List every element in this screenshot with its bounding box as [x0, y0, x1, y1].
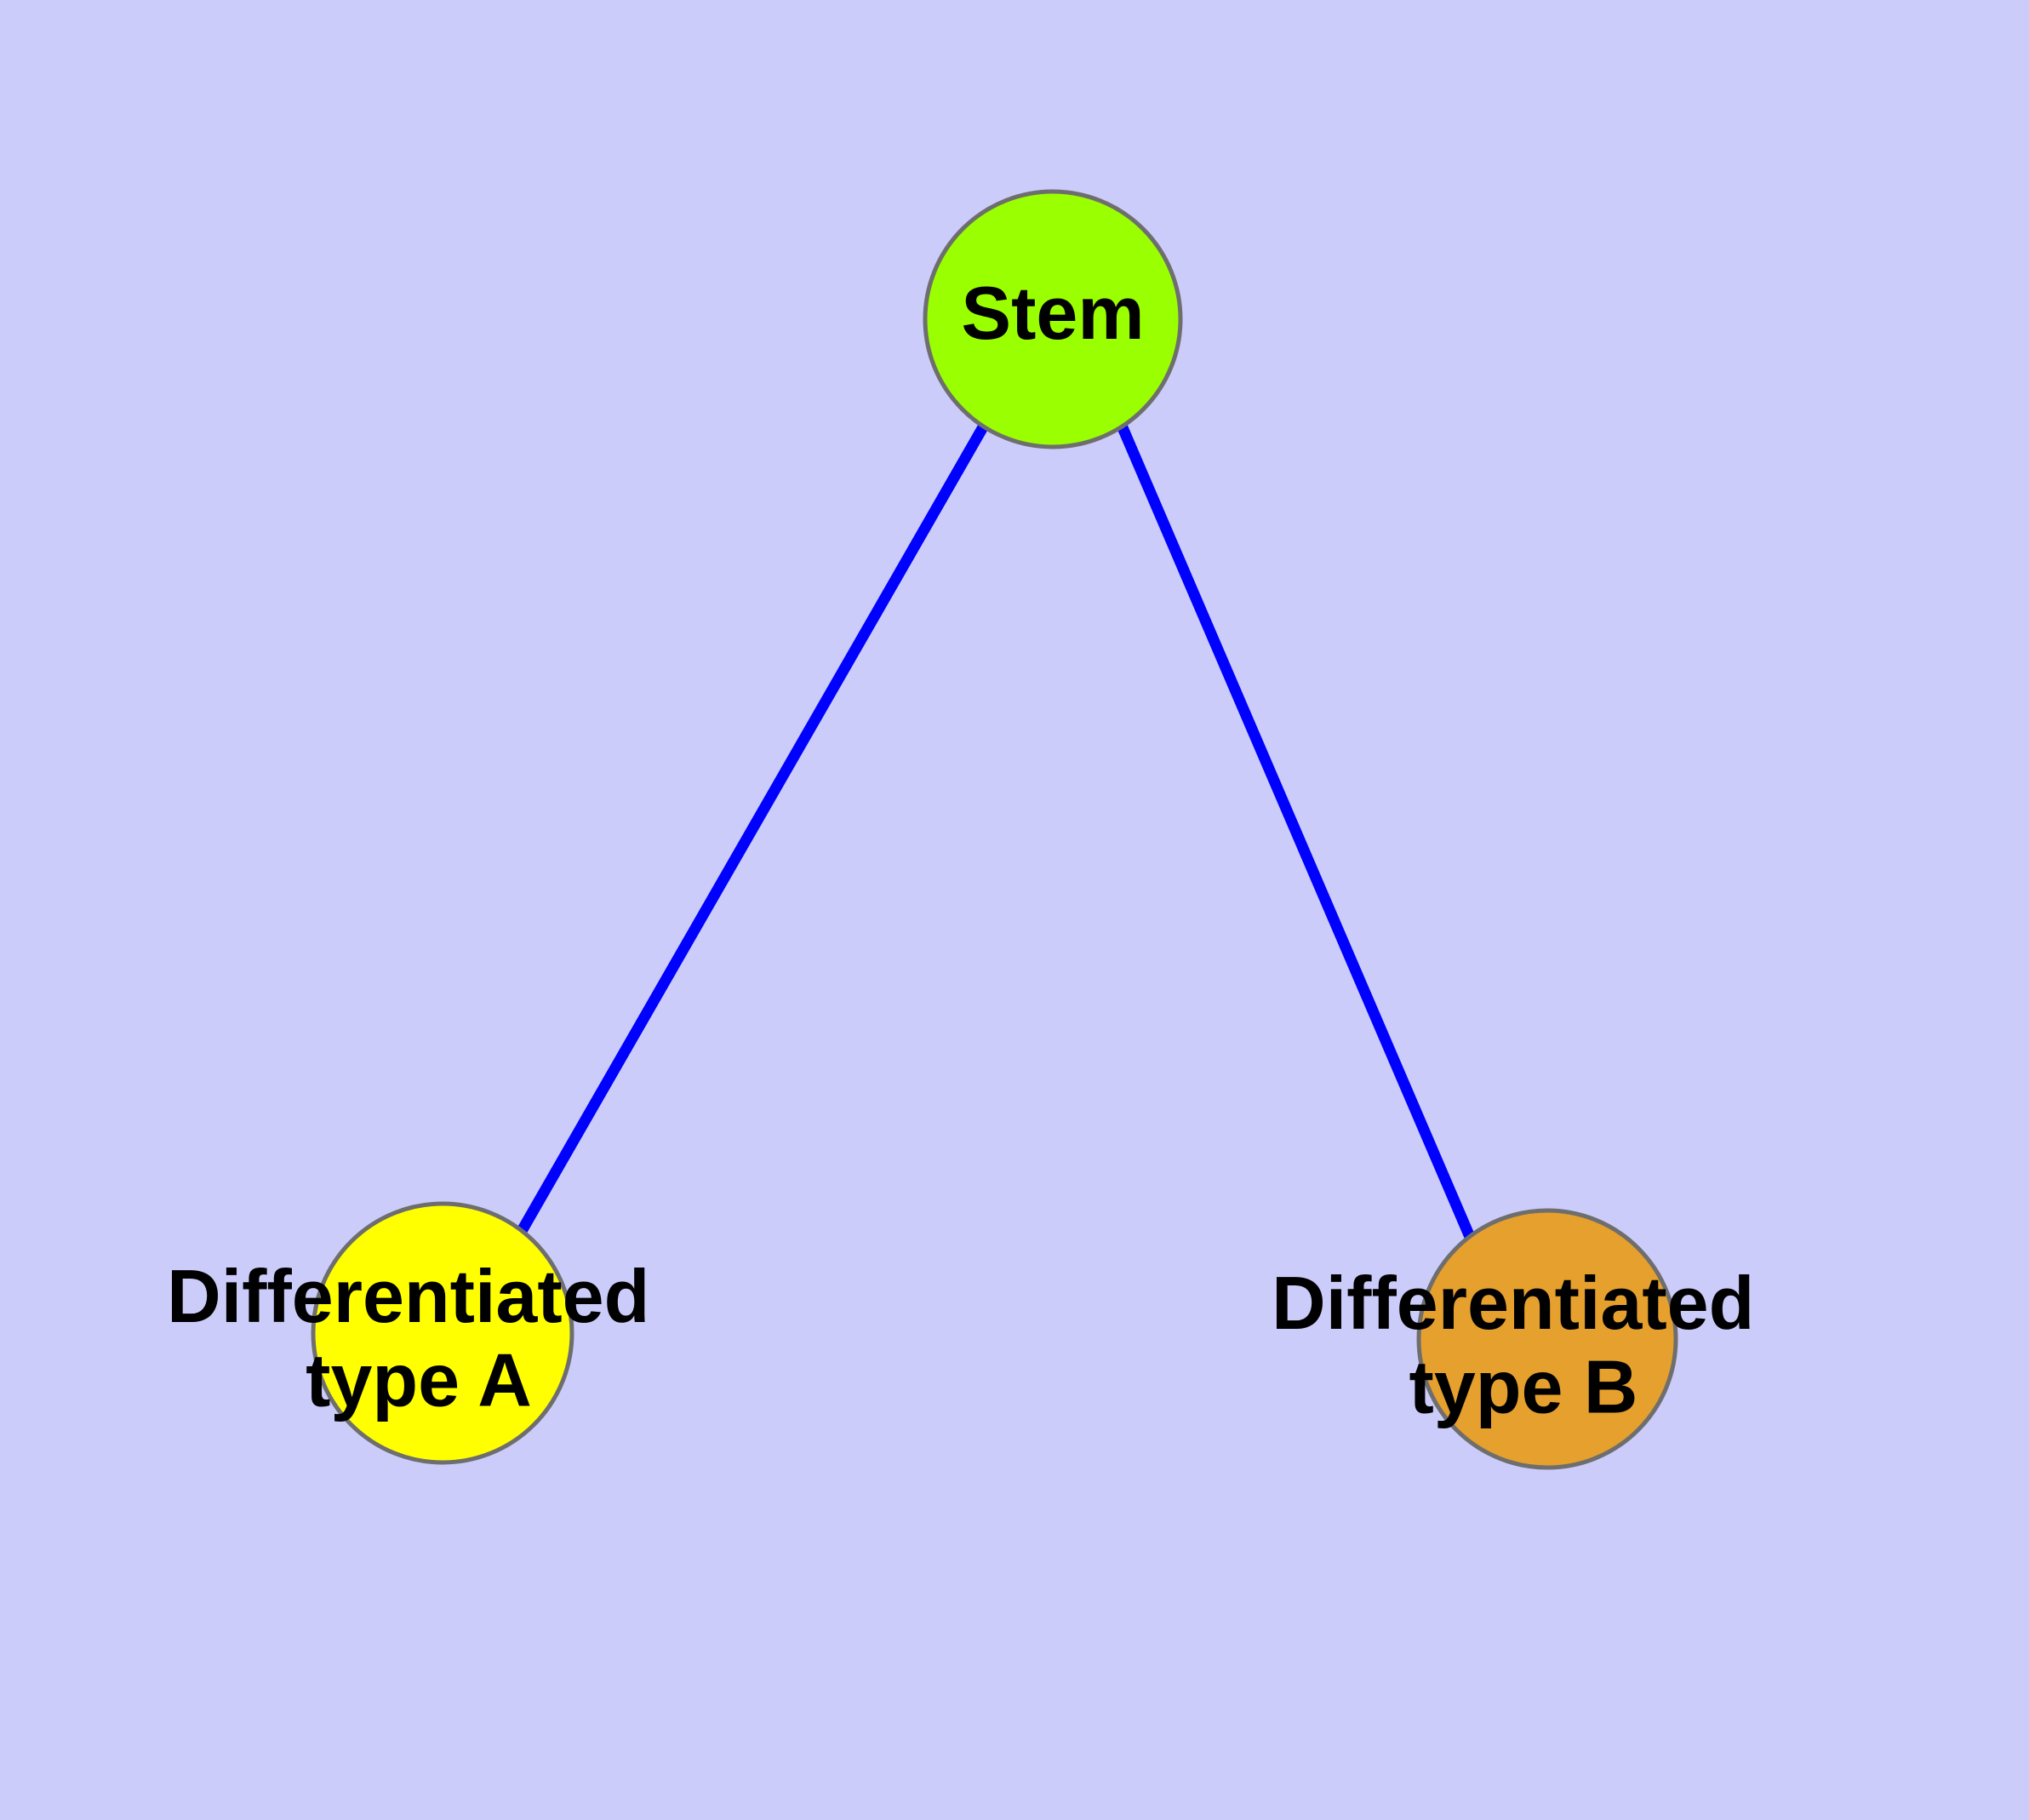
node-label-differentiated-type-a: Differentiated type A: [167, 1254, 671, 1422]
node-label-differentiated-type-a-line-2: type A: [306, 1338, 532, 1422]
node-label-differentiated-type-b: Differentiated type B: [1272, 1261, 1775, 1429]
labels-layer: Stem Differentiated type A Differentiate…: [167, 271, 1775, 1429]
node-circle-differentiated-type-a[interactable]: [311, 1201, 574, 1465]
node-circle-stem[interactable]: [923, 189, 1183, 449]
node-stem[interactable]: [923, 189, 1183, 449]
node-label-stem-line-1: Stem: [961, 271, 1144, 355]
edge-stem-to-differentiated-b: [1117, 423, 1475, 1239]
node-label-differentiated-type-b-line-2: type B: [1409, 1345, 1638, 1429]
node-label-differentiated-type-b-line-1: Differentiated: [1272, 1261, 1754, 1345]
node-label-stem: Stem: [961, 271, 1144, 355]
nodes-layer: [311, 189, 1678, 1470]
node-label-differentiated-type-a-line-1: Differentiated: [167, 1254, 649, 1338]
edge-stem-to-differentiated-a: [517, 422, 989, 1234]
edges-layer: [517, 422, 1475, 1239]
node-differentiated-type-b[interactable]: [1416, 1208, 1678, 1470]
node-circle-differentiated-type-b[interactable]: [1416, 1208, 1678, 1470]
node-differentiated-type-a[interactable]: [311, 1201, 574, 1465]
